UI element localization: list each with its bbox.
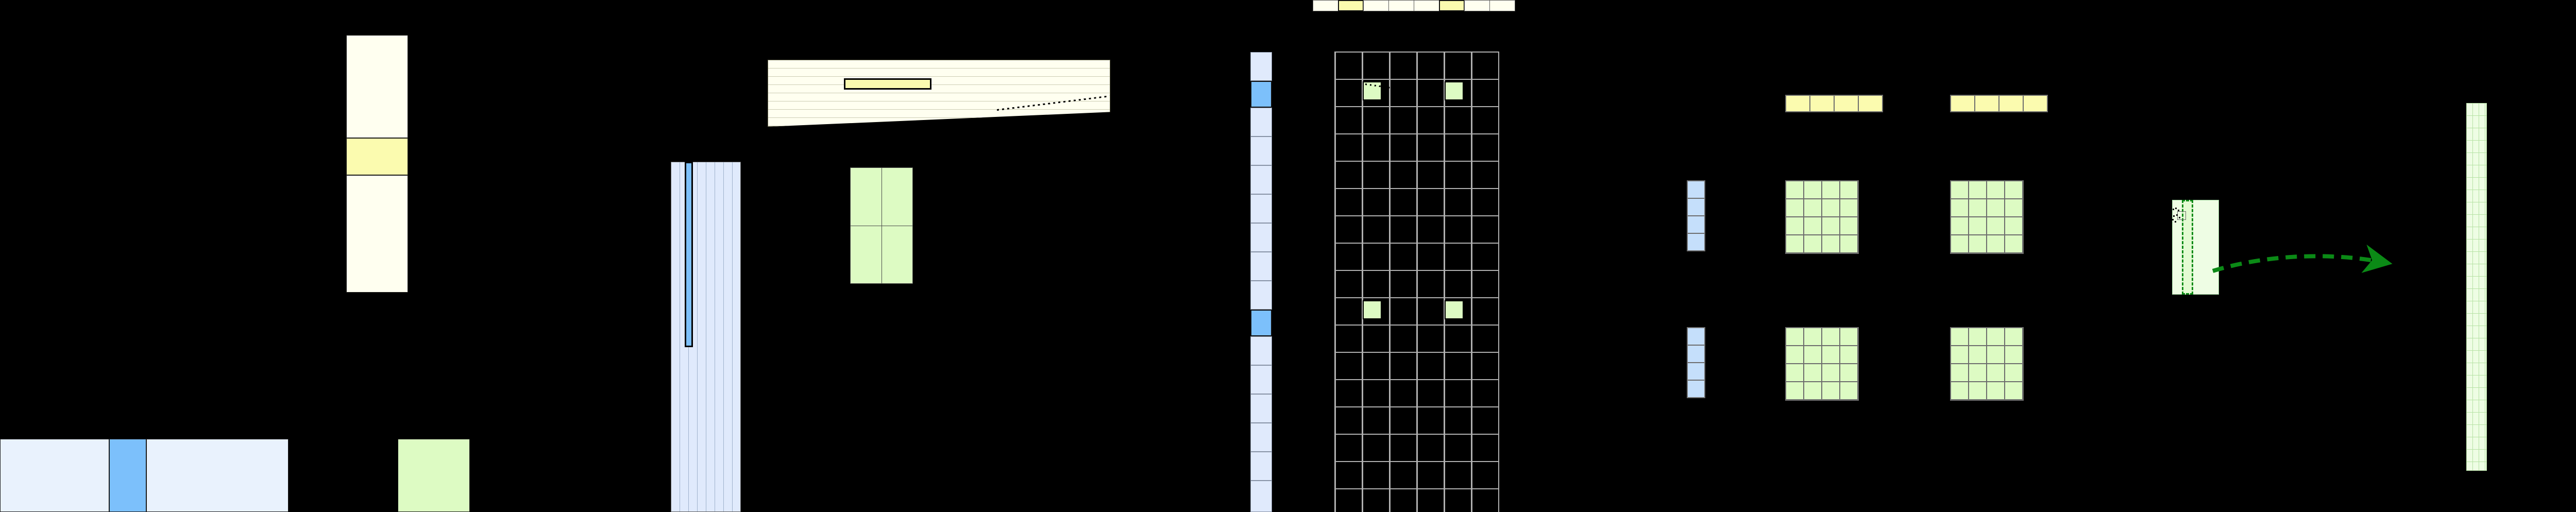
yellow-header-row-left [1785,95,1883,112]
stacked-column-segment-top[interactable] [346,35,408,138]
row-header-cell-11[interactable] [1250,365,1272,394]
yellow-header-cell[interactable] [1809,95,1835,112]
yellow-header-cell[interactable] [1785,95,1810,112]
yellow-header-cell[interactable] [1950,95,1975,112]
transform-arrow-svg [2212,244,2393,273]
blue-row-stub-bottom [1687,327,1705,398]
striped-column-body[interactable] [671,162,741,512]
transform-arrow [2210,221,2437,288]
stacked-column-segment-bottom[interactable] [346,175,408,293]
tall-green-grid-body[interactable] [2466,103,2487,471]
tall-green-grid-strip [2466,103,2487,471]
blue-stub-cell[interactable] [1687,362,1705,381]
green-quad-body[interactable] [1785,327,1859,401]
green-quad-grid [1950,180,2024,254]
matrix-gridlines [1334,52,1499,512]
column-header-cell-0[interactable] [1313,0,1338,11]
row-header-column [1250,52,1272,512]
yellow-header-cell[interactable] [2023,95,2048,112]
blue-stub-cell[interactable] [1687,380,1705,398]
row-header-cell-0[interactable] [1250,52,1272,81]
column-header-cell-7[interactable] [1489,0,1515,11]
column-header-cell-4[interactable] [1414,0,1439,11]
row-header-cell-9[interactable] [1250,310,1272,336]
marquee-cursor-icon [2177,211,2186,220]
matrix-filled-cell[interactable] [1445,81,1464,100]
stacked-column-segment-highlight[interactable] [346,138,408,175]
row-header-cell-14[interactable] [1250,452,1272,481]
row-header-cell-13[interactable] [1250,423,1272,452]
bottom-row-cell-right[interactable] [146,439,289,512]
green-quad-grid [1950,327,2024,401]
blue-stub-cell[interactable] [1687,180,1705,199]
ruled-note-body[interactable] [768,60,1110,127]
row-header-cell-4[interactable] [1250,165,1272,194]
row-header-cell-1[interactable] [1250,81,1272,108]
bottom-row-cell-left[interactable] [0,439,109,512]
green-quad-body[interactable] [1950,180,2024,254]
sparse-matrix [1334,52,1499,512]
row-header-cell-10[interactable] [1250,336,1272,365]
blue-stub-cell[interactable] [1687,233,1705,251]
green-quad-body[interactable] [1785,180,1859,254]
green-quad-grid [1785,180,1859,254]
bottom-row-blocks [0,439,479,512]
row-header-cell-6[interactable] [1250,223,1272,252]
stacked-column [346,35,408,293]
row-header-cell-2[interactable] [1250,108,1272,136]
row-header-cell-7[interactable] [1250,252,1272,281]
matrix-filled-cell[interactable] [1363,300,1382,319]
column-header-cell-5[interactable] [1439,0,1465,11]
ruled-note-sheet [768,60,1110,127]
column-header-cell-2[interactable] [1363,0,1389,11]
blue-stub-cell[interactable] [1687,327,1705,346]
striped-column-highlight[interactable] [685,162,693,347]
row-header-cell-3[interactable] [1250,136,1272,165]
blue-stub-cell[interactable] [1687,198,1705,216]
column-header-cell-3[interactable] [1388,0,1414,11]
yellow-header-cell[interactable] [1974,95,1999,112]
yellow-header-row-right [1950,95,2048,112]
row-header-cell-15[interactable] [1250,481,1272,512]
blue-stub-cell[interactable] [1687,345,1705,363]
blue-stub-cell[interactable] [1687,215,1705,234]
row-header-cell-12[interactable] [1250,394,1272,423]
source-sheet-body[interactable] [2172,200,2219,295]
bottom-row-cell-selected[interactable] [109,439,146,512]
yellow-header-cell[interactable] [1858,95,1883,112]
matrix-filled-cell[interactable] [1445,300,1464,319]
source-sheet-with-selection [2172,200,2219,295]
striped-column-panel [671,162,741,512]
yellow-header-cell[interactable] [1834,95,1859,112]
green-quad-grid [1785,327,1859,401]
ruled-note-highlight-row[interactable] [844,78,931,90]
row-header-cell-5[interactable] [1250,194,1272,223]
green-quad-body[interactable] [1950,327,2024,401]
dashed-column-selection[interactable] [2182,200,2193,295]
yellow-header-cell[interactable] [1998,95,2024,112]
blue-row-stub-top [1687,180,1705,251]
green-2x2-block [850,167,913,284]
column-header-cell-6[interactable] [1464,0,1490,11]
row-header-cell-8[interactable] [1250,281,1272,310]
column-header-cell-1[interactable] [1338,0,1364,11]
bottom-row-cell-green[interactable] [398,439,470,512]
column-header-strip [1313,0,1515,11]
